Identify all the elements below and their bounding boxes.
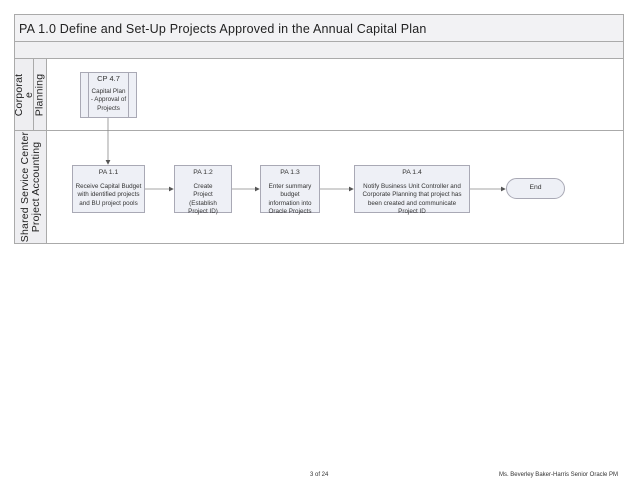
lane-subheader-corporate-planning: Planning [34, 59, 47, 130]
process-pa-1-3[interactable]: PA 1.3 Enter summary budget information … [260, 165, 320, 215]
step-id: PA 1.2 [193, 169, 213, 176]
step-text: Notify Business Unit Controller and Corp… [362, 183, 462, 215]
end-label: End [529, 184, 542, 192]
step-id: PA 1.1 [98, 169, 119, 176]
process-cp-4-7[interactable]: CP 4.7 Capital Plan - Approval of Projec… [80, 72, 137, 118]
process-pa-1-4[interactable]: PA 1.4 Notify Business Unit Controller a… [354, 165, 470, 215]
step-text: Receive Capital Budget with identified p… [75, 183, 142, 207]
process-pa-1-1[interactable]: PA 1.1 Receive Capital Budget with ident… [72, 165, 145, 213]
step-text: Create Project (Establish Project ID) [188, 183, 218, 215]
step-text: Enter summary budget information into Or… [268, 183, 312, 215]
page-number: 3 of 24 [310, 472, 329, 478]
process-pa-1-2[interactable]: PA 1.2 Create Project (Establish Project… [174, 165, 232, 215]
lane-shared-service-center [14, 131, 624, 244]
step-id: PA 1.3 [280, 169, 300, 176]
diagram-title: PA 1.0 Define and Set-Up Projects Approv… [14, 14, 624, 42]
subprocess-bars [88, 73, 129, 117]
phase-row [14, 42, 624, 59]
step-id: PA 1.4 [402, 169, 422, 176]
footer-author: Ms. Beverley Baker-Harris Senior Oracle … [498, 472, 618, 478]
terminator-end[interactable]: End [506, 178, 565, 199]
step-id: CP 4.7 [97, 74, 120, 83]
step-text: Capital Plan - Approval of Projects [90, 88, 127, 112]
lane-corporate-planning [14, 59, 624, 131]
